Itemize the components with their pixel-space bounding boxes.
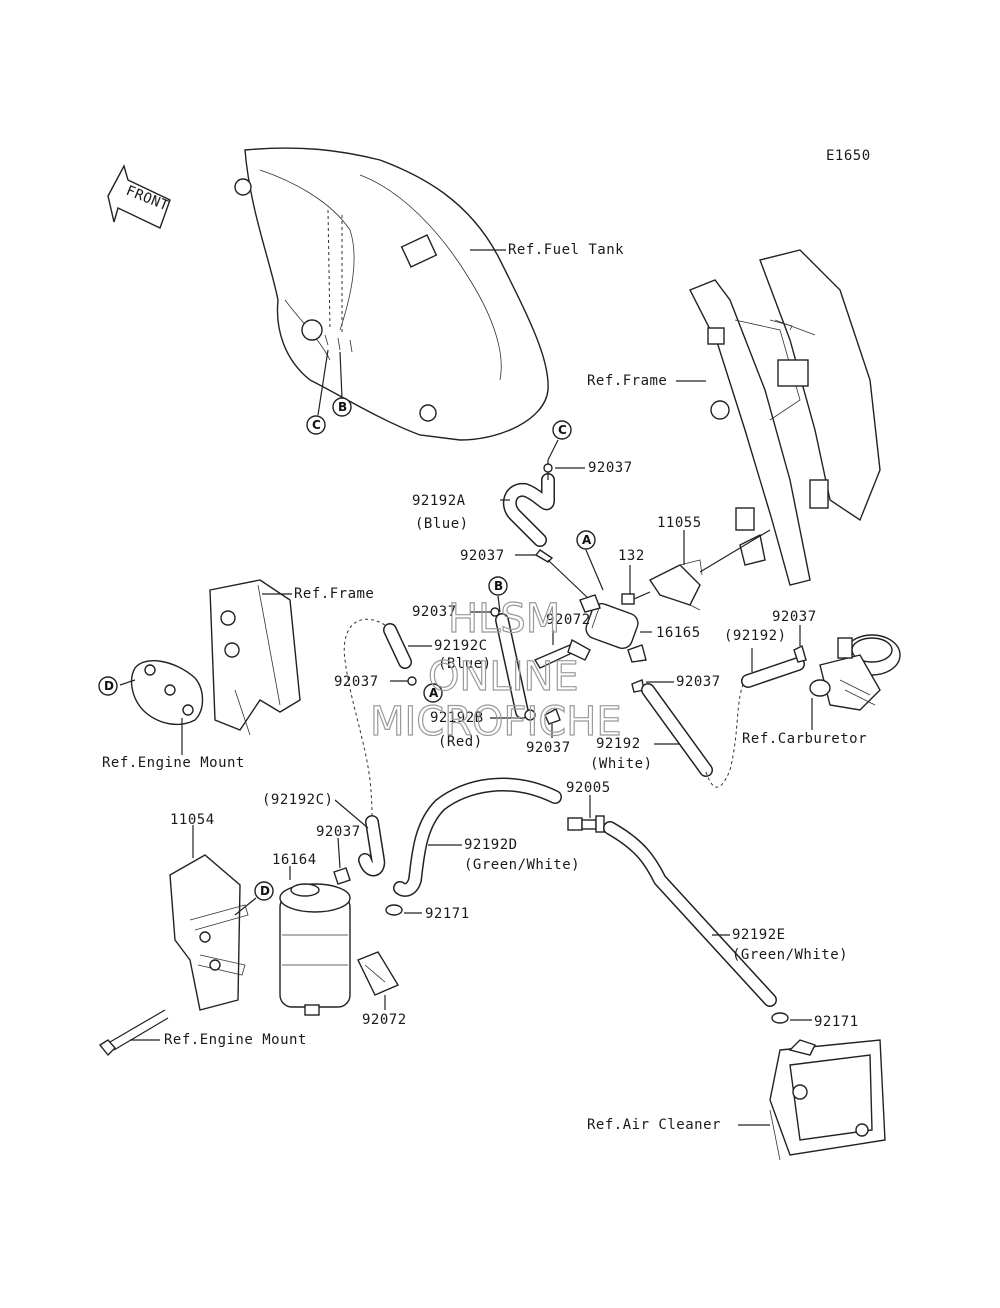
canister-16164 — [279, 883, 351, 1016]
watermark: HLSM ONLINE MICROFICHE — [369, 595, 622, 745]
label-92192c-paren: (92192C) — [262, 792, 333, 808]
bolt-132 — [621, 591, 651, 605]
ref-engine-mount-bottom-label: Ref.Engine Mount — [164, 1032, 307, 1048]
label-92005: 92005 — [566, 780, 611, 796]
label-92192b: 92192B — [430, 710, 484, 726]
bolt-engine-mount — [98, 1009, 169, 1057]
air-cleaner-drawing — [769, 1039, 886, 1161]
label-92072-top: 92072 — [546, 612, 591, 628]
label-92192c: 92192C — [434, 638, 488, 654]
label-92037-b: 92037 — [460, 548, 505, 564]
label-92192c-color: (Blue) — [438, 656, 492, 672]
label-11054: 11054 — [170, 812, 215, 828]
marker-b-hose: B — [488, 576, 508, 596]
fitting-92005 — [567, 815, 605, 833]
label-92037-c: 92037 — [412, 604, 457, 620]
carburetor-drawing — [809, 634, 901, 711]
label-16164: 16164 — [272, 852, 317, 868]
label-92037-d: 92037 — [334, 674, 379, 690]
label-16165: 16165 — [656, 625, 701, 641]
ref-frame-right-label: Ref.Frame — [587, 373, 667, 389]
marker-d-bracket: D — [254, 881, 274, 901]
svg-text:D: D — [104, 679, 114, 693]
label-92037-f: 92037 — [526, 740, 571, 756]
label-92192a-color: (Blue) — [415, 516, 469, 532]
svg-text:C: C — [558, 423, 567, 437]
label-92192a: 92192A — [412, 493, 466, 509]
marker-a-filter: A — [576, 530, 596, 550]
label-92171-a: 92171 — [425, 906, 470, 922]
svg-text:A: A — [429, 686, 439, 700]
strap-92072-bottom — [357, 951, 400, 996]
marker-d-mount: D — [98, 676, 118, 696]
label-92192-color: (White) — [590, 756, 653, 772]
ref-air-cleaner-label: Ref.Air Cleaner — [587, 1117, 721, 1133]
frame-right-drawing — [689, 249, 881, 586]
label-92192-paren: (92192) — [724, 628, 787, 644]
svg-text:A: A — [582, 533, 592, 547]
svg-text:B: B — [494, 579, 503, 593]
label-92192b-color: (Red) — [438, 734, 483, 750]
label-92072-bottom: 92072 — [362, 1012, 407, 1028]
svg-text:C: C — [312, 418, 321, 432]
marker-c-hose: C — [552, 420, 572, 440]
svg-text:D: D — [260, 884, 270, 898]
label-92192e: 92192E — [732, 927, 786, 943]
label-92192d-color: (Green/White) — [464, 857, 580, 873]
label-11055: 11055 — [657, 515, 702, 531]
label-92192d: 92192D — [464, 837, 518, 853]
marker-a-hose: A — [423, 683, 443, 703]
label-92192: 92192 — [596, 736, 641, 752]
marker-c-tank: C — [306, 415, 326, 435]
ref-frame-left-label: Ref.Frame — [294, 586, 374, 602]
label-92192e-color: (Green/White) — [732, 947, 848, 963]
diagram-code: E1650 — [826, 148, 871, 164]
label-92037-a: 92037 — [588, 460, 633, 476]
ref-carburetor-label: Ref.Carburetor — [742, 731, 867, 747]
clamp-92072-top — [533, 638, 591, 669]
fuel-filter-16165 — [579, 594, 647, 663]
label-92037-g: 92037 — [772, 609, 817, 625]
svg-text:MICROFICHE: MICROFICHE — [370, 699, 622, 745]
label-132: 132 — [618, 548, 645, 564]
svg-text:HLSM: HLSM — [448, 596, 560, 642]
frame-left-drawing — [130, 579, 301, 736]
ref-fuel-tank-label: Ref.Fuel Tank — [508, 242, 624, 258]
label-92171-b: 92171 — [814, 1014, 859, 1030]
svg-text:B: B — [338, 400, 347, 414]
bracket-11054 — [169, 854, 249, 1011]
label-92037-e: 92037 — [676, 674, 721, 690]
svg-text:ONLINE: ONLINE — [428, 654, 579, 700]
marker-b-tank: B — [332, 397, 352, 417]
bracket-11055 — [648, 559, 703, 611]
fuel-tank-drawing — [234, 147, 549, 441]
label-92037-i: 92037 — [316, 824, 361, 840]
ref-engine-mount-top-label: Ref.Engine Mount — [102, 755, 245, 771]
front-arrow-icon: FRONT — [107, 164, 171, 229]
